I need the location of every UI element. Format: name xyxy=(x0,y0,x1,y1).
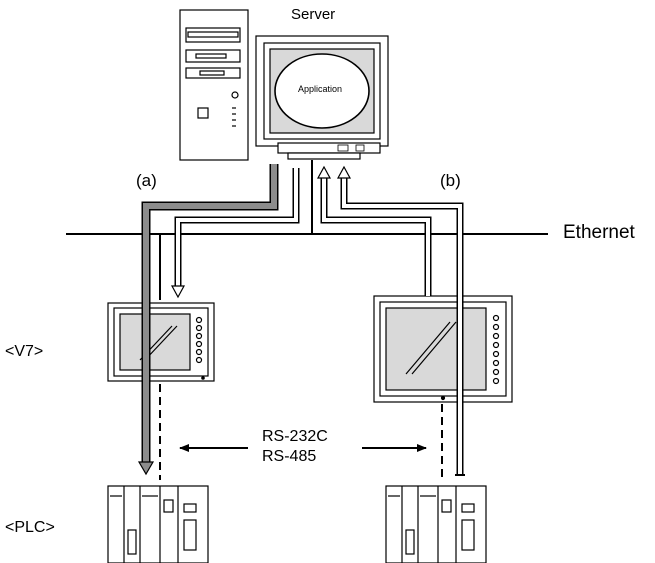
serial-label-rs232c: RS-232C xyxy=(262,428,328,445)
plc-right-icon xyxy=(385,485,487,563)
application-label: Application xyxy=(298,84,343,94)
route-a-v7-cable xyxy=(170,168,300,299)
application-bubble xyxy=(274,53,370,129)
server-tower-icon xyxy=(179,9,249,161)
route-b-plc-cable xyxy=(336,165,465,476)
v7-right-panel-icon xyxy=(373,295,513,403)
v7-label: <V7> xyxy=(5,343,44,360)
server-label: Server xyxy=(291,6,336,23)
route-b-label: (b) xyxy=(440,171,461,190)
ethernet-label: Ethernet xyxy=(563,222,635,243)
route-a-cable xyxy=(137,164,279,476)
serial-label-rs485: RS-485 xyxy=(262,448,317,465)
v7-left-panel-icon xyxy=(107,302,215,382)
route-b-v7-cable xyxy=(316,165,432,296)
route-a-label: (a) xyxy=(136,171,157,190)
server-monitor-icon xyxy=(255,35,389,160)
plc-left-icon xyxy=(107,485,209,563)
plc-label: <PLC> xyxy=(5,519,55,536)
